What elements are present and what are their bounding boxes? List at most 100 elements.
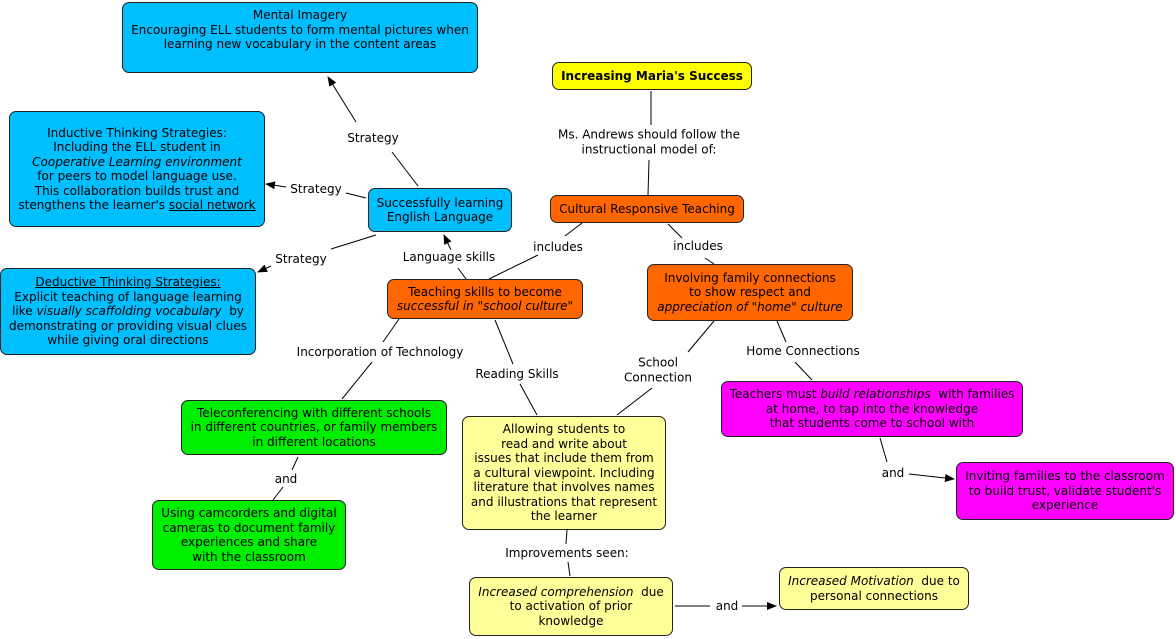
node-text-line: Teachers must build relationships with f…	[726, 387, 1018, 402]
node-inductive-thinking[interactable]: Inductive Thinking Strategies:Including …	[9, 111, 265, 227]
edge-and-tele-a	[291, 456, 299, 471]
node-text-segment: literature that involves names	[473, 480, 655, 495]
node-text-segment: with families	[930, 387, 1015, 402]
node-text-segment: Allowing students to	[502, 422, 626, 437]
node-text-segment: Cooperative Learning environment	[32, 154, 242, 169]
node-text-segment: experiences and share	[180, 535, 318, 549]
label-and-bottom: and	[715, 598, 739, 614]
node-text-segment: Increased comprehension	[478, 584, 634, 599]
node-text-line: a cultural viewpoint. Including	[467, 466, 661, 481]
edge-language-skills-b	[443, 234, 452, 251]
edge-strategy-low-b	[257, 264, 272, 273]
node-text-segment: demonstrating or providing visual clues	[8, 318, 248, 333]
edge-and-tele-b	[272, 486, 284, 501]
edge-includes-right-a	[667, 223, 683, 239]
node-text-line: successful in "school culture"	[392, 299, 578, 314]
node-text-line: Increased Motivation due to	[784, 574, 964, 589]
label-text-line: Strategy	[290, 181, 342, 196]
node-text-segment: English Language	[386, 210, 494, 224]
node-text-segment: to build trust, validate student's	[968, 483, 1162, 498]
label-text-line: and	[881, 465, 905, 480]
node-text-line: Encouraging ELL students to form mental …	[127, 23, 473, 38]
node-text-line: while giving oral directions	[5, 333, 251, 348]
node-text-line: stengthens the learner's social network	[14, 198, 260, 213]
node-text-line: at home, to tap into the knowledge	[726, 402, 1018, 417]
node-text-segment: issues that include them from	[474, 451, 654, 466]
node-text-segment: Teleconferencing with different schools	[197, 405, 431, 420]
node-deductive-thinking[interactable]: Deductive Thinking Strategies:Explicit t…	[0, 268, 256, 355]
node-text-segment: learning new vocabulary in the content a…	[163, 37, 437, 51]
label-text-line: Strategy	[275, 251, 327, 266]
node-text-line: Increasing Maria's Success	[557, 69, 747, 84]
node-text-segment: with the classroom	[192, 549, 306, 564]
node-teachers-must[interactable]: Teachers must build relationships with f…	[721, 381, 1023, 437]
node-text-segment: Inviting families to the classroom	[965, 469, 1165, 484]
node-text-line: cameras to document family	[157, 521, 341, 536]
node-text-segment: Explicit teaching of language learning	[14, 289, 242, 304]
label-text-line: includes	[533, 239, 583, 254]
node-text-segment: knowledge	[538, 613, 604, 628]
node-text-line: demonstrating or providing visual clues	[5, 319, 251, 334]
node-text-segment: for peers to model language use.	[37, 169, 237, 183]
node-text-segment: Encouraging ELL students to form mental …	[131, 22, 469, 37]
node-text-segment: visually scaffolding vocabulary	[36, 304, 222, 319]
node-text-segment: Deductive Thinking Strategies:	[35, 275, 221, 290]
node-text-segment: This collaboration builds trust and	[34, 183, 240, 198]
label-incorporation-technology: Incorporation of Technology	[296, 344, 464, 360]
node-text-segment: due to	[913, 574, 960, 588]
node-text-segment: to show respect and	[689, 285, 811, 300]
node-text-segment: that students come to school with	[769, 416, 975, 431]
edge-home-conn-a	[776, 320, 787, 343]
node-cultural-responsive-teaching[interactable]: Cultural Responsive Teaching	[550, 195, 744, 223]
node-text-segment: read and write about	[501, 436, 627, 451]
node-text-line: in different countries, or family member…	[186, 420, 442, 435]
node-text-line: Using camcorders and digital	[157, 506, 341, 521]
edge-tech-a	[382, 318, 400, 343]
node-text-segment: Including the ELL student in	[53, 140, 221, 154]
label-and-teachers: and	[881, 465, 905, 481]
edge-includes-left-b	[488, 254, 539, 280]
node-text-line: Allowing students to	[467, 422, 661, 437]
node-text-line: Mental Imagery	[127, 8, 473, 23]
label-text-line: Ms. Andrews should follow the	[557, 127, 741, 142]
node-text-segment: Using camcorders and digital	[161, 506, 337, 520]
node-text-line: experiences and share	[157, 535, 341, 550]
node-text-line: that students come to school with	[726, 416, 1018, 431]
node-text-line: read and write about	[467, 437, 661, 452]
node-text-line: literature that involves names	[467, 480, 661, 495]
edge-includes-right-b	[704, 257, 715, 265]
edge-improvements-a	[565, 529, 568, 545]
node-text-line: knowledge	[474, 614, 668, 629]
node-text-segment: stengthens the learner's	[18, 198, 169, 212]
node-text-segment: while giving oral directions	[47, 333, 209, 348]
node-text-segment: Involving family connections	[664, 270, 836, 285]
node-text-line: issues that include them from	[467, 451, 661, 466]
node-text-line: This collaboration builds trust and	[14, 184, 260, 199]
node-text-segment: at home, to tap into the knowledge	[765, 401, 979, 416]
edge-includes-left-a	[564, 222, 583, 237]
label-reading-skills: Reading Skills	[475, 366, 559, 382]
node-text-line: Deductive Thinking Strategies:	[5, 275, 251, 290]
node-text-segment: Increasing Maria's Success	[561, 68, 743, 83]
node-increasing-success[interactable]: Increasing Maria's Success	[552, 62, 752, 90]
label-text-line: Incorporation of Technology	[296, 344, 464, 359]
label-strategy-top: Strategy	[347, 130, 399, 146]
node-text-line: experience	[961, 498, 1169, 513]
node-text-line: with the classroom	[157, 550, 341, 565]
node-text-segment: social network	[168, 198, 256, 212]
node-text-segment: Mental Imagery	[252, 8, 348, 22]
label-text-line: instructional model of:	[581, 142, 717, 156]
node-text-line: Inviting families to the classroom	[961, 469, 1169, 484]
